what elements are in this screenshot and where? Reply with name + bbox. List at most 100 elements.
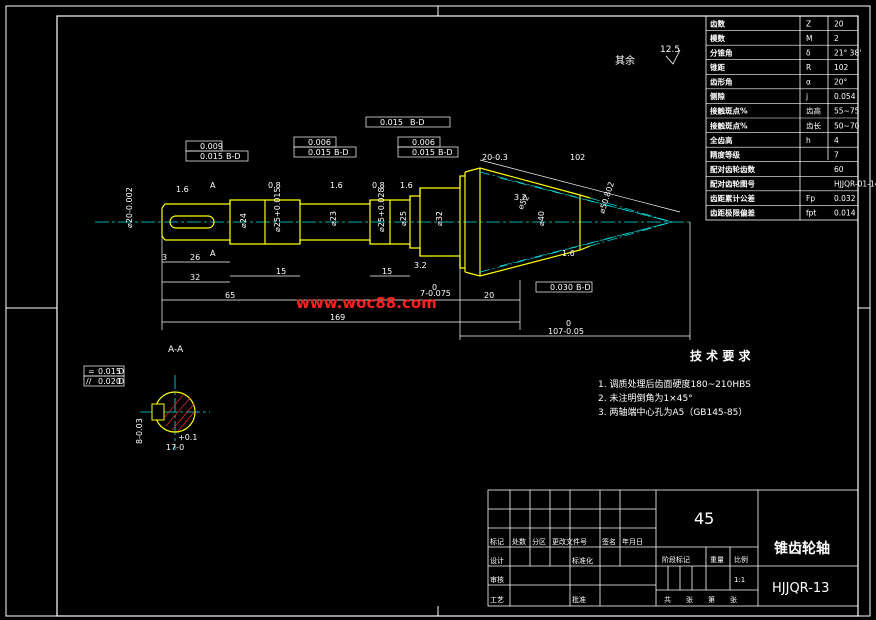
gear-table-sym: Fp [806,194,815,203]
shaft-outline [161,167,591,277]
gear-table-val: 4 [834,136,839,145]
gear-table-label: 齿数 [710,18,725,28]
tolerance-frame-text: 0.009 0.015 B-D 0.006 0.015 B-D 0.015 B-… [200,118,591,292]
gear-table-val: HJJQR-01-14 [834,180,876,189]
svg-text:⌀25+0.028: ⌀25+0.028 [377,187,386,232]
svg-text:A: A [210,181,216,190]
gear-table-val: 0.054 [834,92,856,101]
gear-table-val: 55~75 [834,107,860,116]
svg-text:⌀25+0.015: ⌀25+0.015 [273,187,282,232]
gear-table-label: 分锥角 [710,47,733,57]
svg-text:20-0.3: 20-0.3 [482,153,508,162]
svg-text:工艺: 工艺 [490,596,504,604]
svg-text:169: 169 [330,313,345,322]
gear-table-label: 锥距 [710,62,725,72]
tech-requirement-item: 2. 未注明倒角为1×45° [598,392,693,404]
svg-text:更改文件号: 更改文件号 [552,537,587,546]
svg-text:0.015: 0.015 [98,367,121,376]
title-block-text: 45 锥齿轮轴 HJJQR-13 1:1 标记 处数 分区 更改文件号 签名 年… [490,509,830,604]
roughness-note: 其余 12.5 [615,45,681,67]
svg-text:1.6: 1.6 [562,249,575,258]
gear-table-val: 102 [834,63,849,72]
gear-table-sym: M [806,34,812,43]
section-view: A-A = 0.015 D // 0.020 D 8-0.03 +0.1 17-… [86,345,197,452]
svg-text:3: 3 [162,253,167,262]
dimension-lines [161,159,691,340]
shaft-dimension-text: 3 26 32 15 15 65 7-0.075 20 169 107-0.05… [162,153,585,336]
svg-text:D: D [118,377,124,386]
title-block [487,489,859,607]
svg-text:审核: 审核 [490,575,504,584]
gear-table-sym: 齿长 [806,120,821,130]
svg-text:D: D [118,367,124,376]
svg-text:阶段标记: 阶段标记 [662,555,690,564]
part-name: 锥齿轮轴 [774,540,830,557]
gear-table-sym: R [806,63,811,72]
svg-text:12.5: 12.5 [660,45,680,55]
svg-text:20: 20 [484,291,494,300]
gear-table-val: 20 [834,19,844,28]
gear-table-val: 0.032 [834,194,856,203]
svg-text:7-0.075: 7-0.075 [420,289,451,298]
svg-text:签名: 签名 [602,537,616,546]
gear-table-sym: α [806,78,811,87]
gear-table-val: 2 [834,34,839,43]
svg-text:⌀40: ⌀40 [537,211,546,226]
tech-requirements-title: 技 术 要 求 [690,348,752,363]
svg-text:第: 第 [708,595,715,604]
svg-text:A: A [210,249,216,258]
svg-text:15: 15 [276,267,286,276]
svg-text:⌀32: ⌀32 [435,211,444,226]
svg-text:8-0.03: 8-0.03 [135,418,144,444]
section-hatch [163,393,196,432]
gear-table-val: 21° 38' [834,48,861,57]
gear-table-sym: δ [806,48,811,57]
gear-table-label: 接触斑点% [710,120,748,130]
svg-text:0.030: 0.030 [550,283,573,292]
gear-table-label: 接触斑点% [710,106,748,116]
svg-text:0.015: 0.015 [200,152,223,161]
svg-text:15: 15 [382,267,392,276]
svg-text:⌀23: ⌀23 [329,211,338,226]
gear-table-label: 模数 [710,33,725,43]
gear-table-sym: h [806,136,811,145]
svg-text:107-0.05: 107-0.05 [548,327,584,336]
gear-table-val: 0.014 [834,209,856,218]
gear-table-sym: Z [806,19,811,28]
roughness-symbol-icon [665,49,681,65]
watermark-text: www.woc88.com [296,294,437,312]
svg-text:0.020: 0.020 [98,377,121,386]
svg-text:处数: 处数 [512,537,526,546]
svg-text:张: 张 [730,595,737,604]
svg-text:批准: 批准 [572,595,586,604]
svg-text:B-D: B-D [334,148,349,157]
svg-text:65: 65 [225,291,235,300]
svg-text:1.6: 1.6 [330,181,343,190]
svg-text:0.015: 0.015 [308,148,331,157]
svg-text:+0.1: +0.1 [178,433,197,442]
gear-table-val: 20° [834,78,848,87]
svg-text:0.015: 0.015 [412,148,435,157]
svg-text:0.009: 0.009 [200,142,223,151]
gear-table-label: 齿距累计公差 [710,193,755,203]
svg-text:共: 共 [664,595,671,604]
gear-table-label: 精度等级 [710,149,740,159]
svg-text:=: = [88,367,95,376]
svg-text:0.8: 0.8 [372,181,385,190]
gear-table-label: 配对齿轮图号 [710,179,755,189]
section-label: A-A [168,345,184,355]
svg-text:年月日: 年月日 [622,537,643,546]
gear-table-val: 60 [834,165,844,174]
svg-text:1.6: 1.6 [400,181,413,190]
tech-requirement-item: 3. 两轴端中心孔为A5（GB145-85） [598,406,747,418]
svg-text:3.2: 3.2 [414,261,427,270]
gear-table-label: 配对齿轮齿数 [710,164,755,174]
scale-value: 1:1 [734,576,745,584]
svg-text:3.2: 3.2 [514,193,527,202]
svg-text:B-D: B-D [576,283,591,292]
svg-text:重量: 重量 [710,556,724,564]
svg-text:张: 张 [686,595,693,604]
svg-text:B-D: B-D [226,152,241,161]
